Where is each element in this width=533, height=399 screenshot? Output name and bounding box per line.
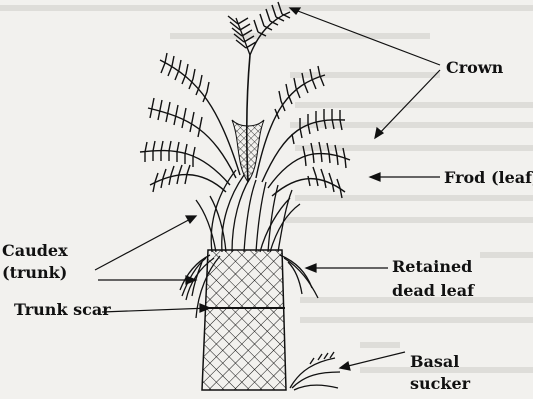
label-basal: Basal: [410, 352, 459, 372]
label-sucker: sucker: [410, 374, 470, 394]
label-dead-leaf: dead leaf: [392, 281, 474, 301]
label-frond: Frod (leaf): [444, 168, 533, 188]
label-trunk-scar: Trunk scar: [14, 300, 111, 320]
label-crown: Crown: [446, 58, 503, 78]
label-retained: Retained: [392, 257, 472, 277]
basal-sucker: [290, 352, 340, 390]
label-caudex-trunk: (trunk): [2, 263, 67, 283]
label-caudex: Caudex: [2, 241, 68, 261]
crown-bud: [232, 120, 264, 182]
caudex-trunk: [202, 250, 286, 390]
